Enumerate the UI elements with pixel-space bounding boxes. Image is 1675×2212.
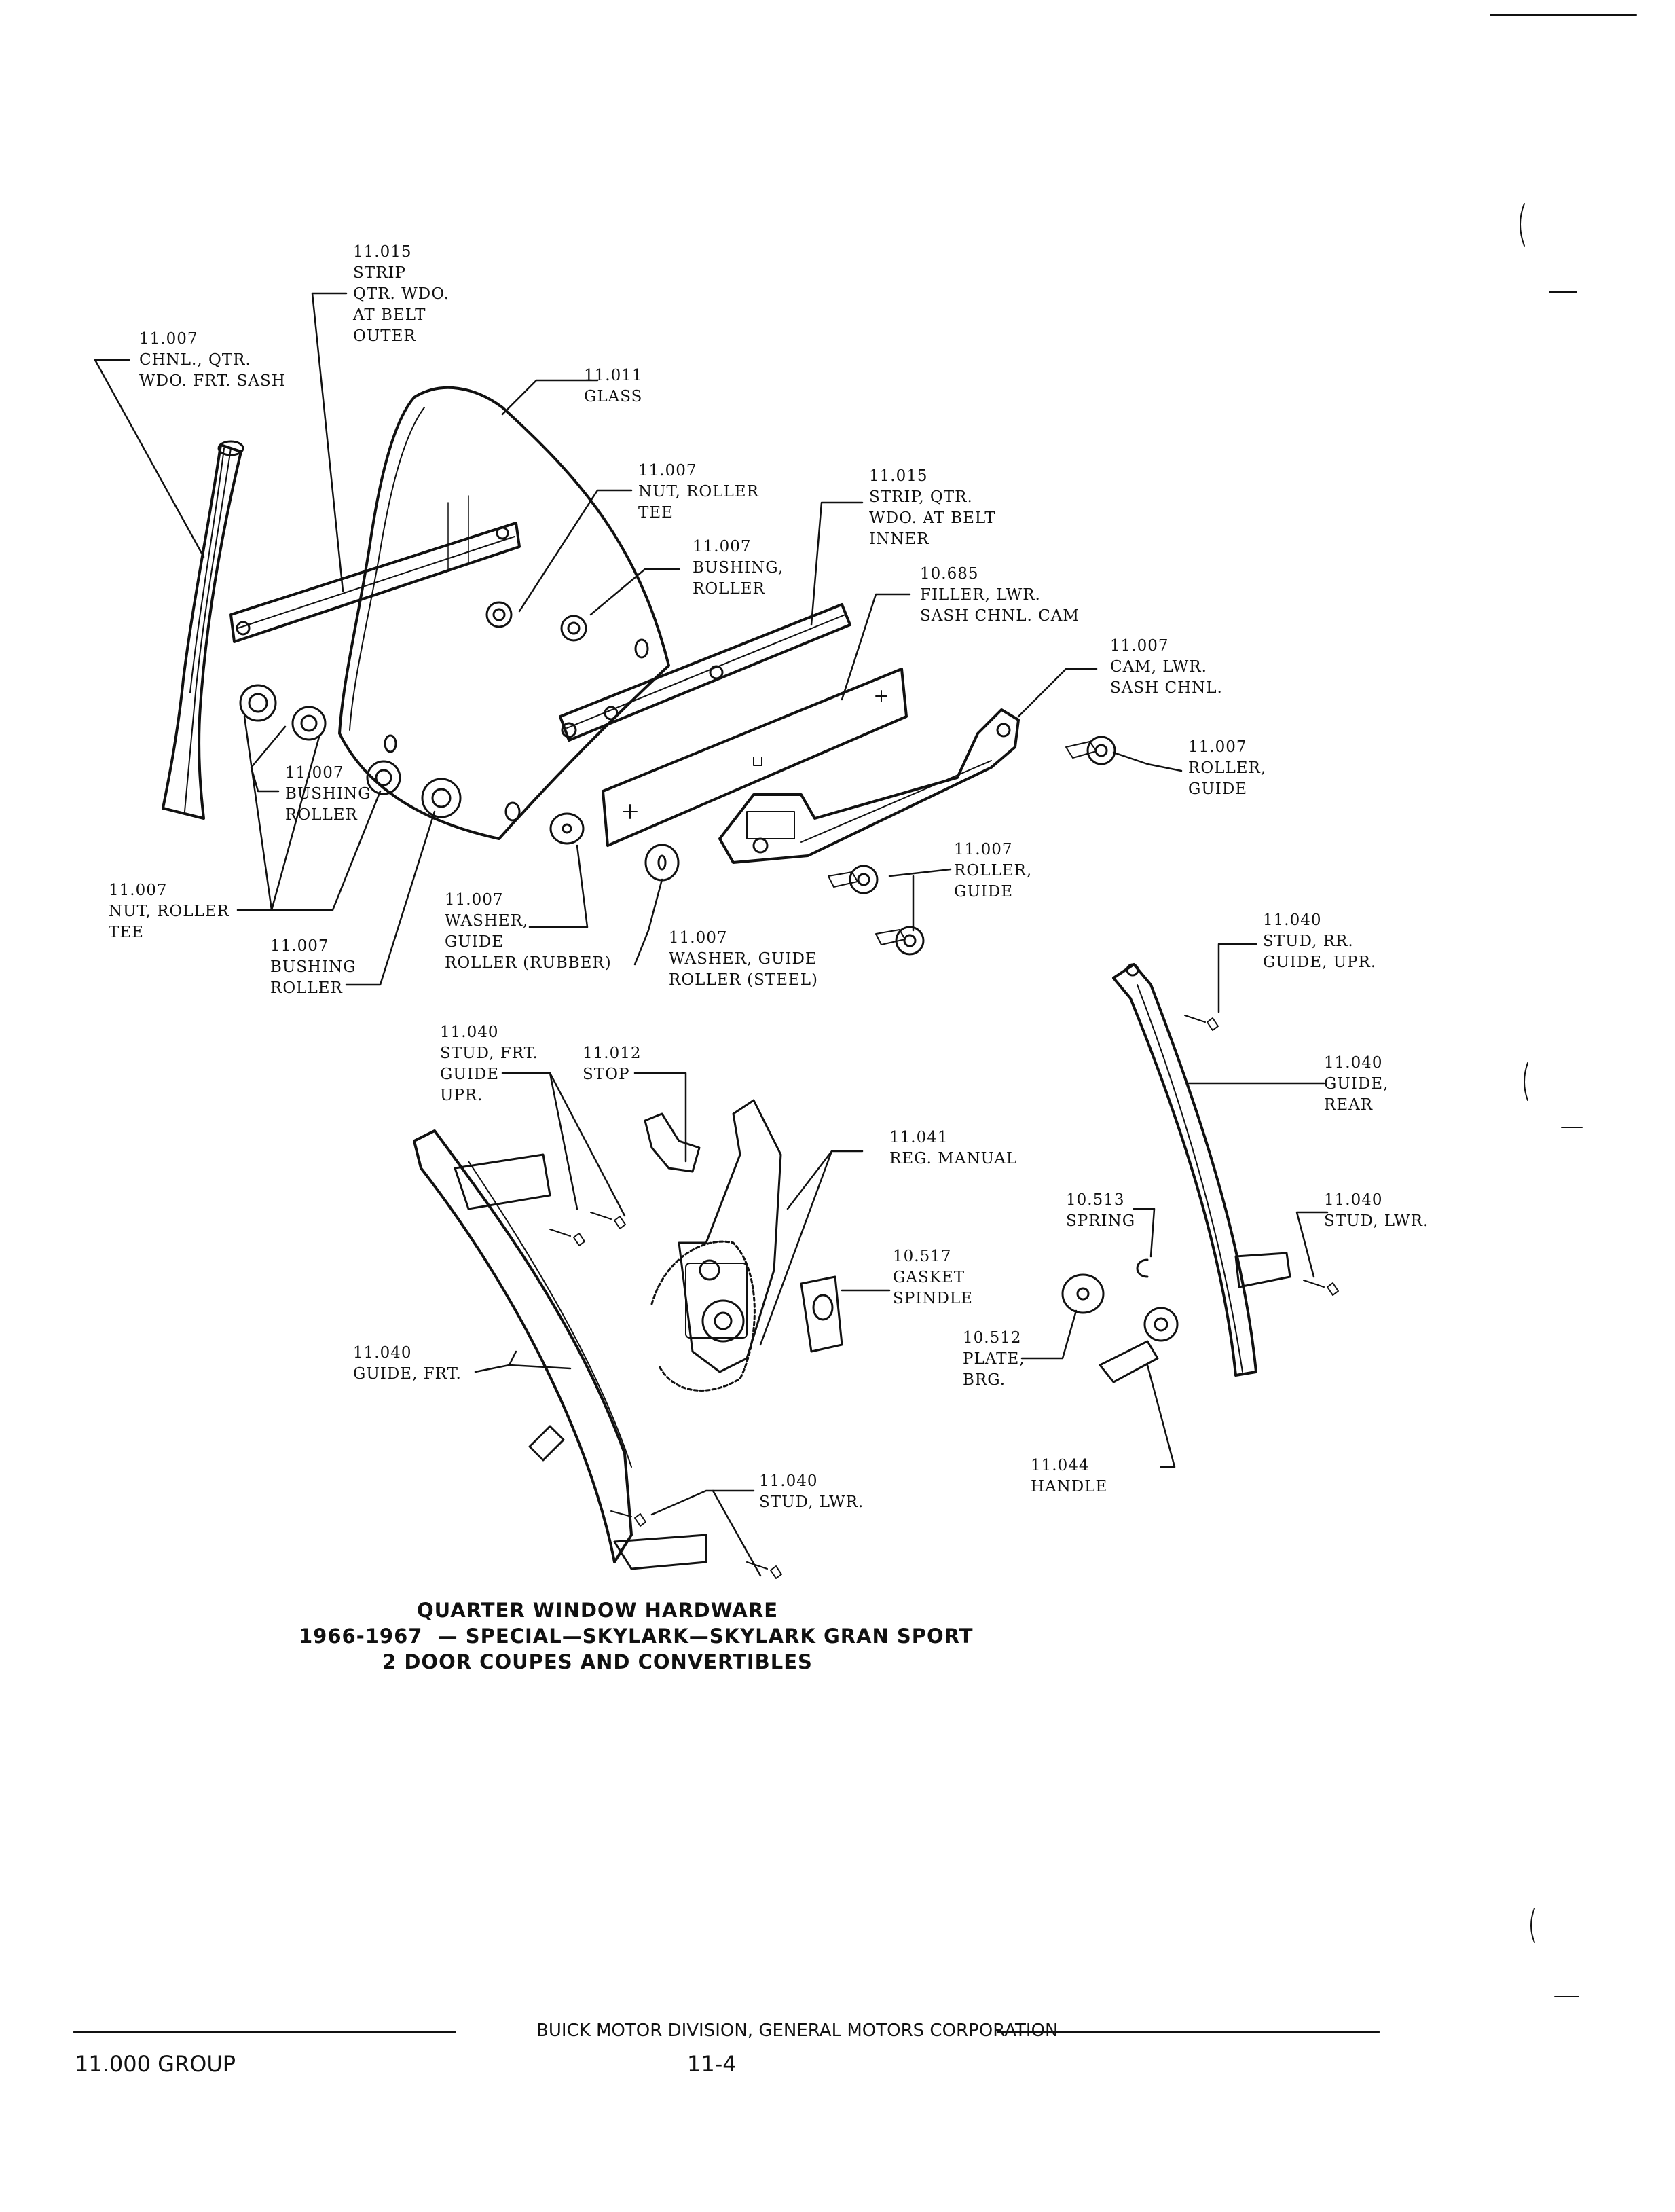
front-guide: [413, 1129, 782, 1579]
label-washer-rubber: 11.007 WASHER, GUIDE ROLLER (RUBBER): [445, 891, 612, 972]
label-bushing-roller-mid: 11.007 BUSHING ROLLER: [285, 764, 371, 824]
label-cam: 11.007 CAM, LWR. SASH CHNL.: [1110, 637, 1223, 697]
label-bushing-roller-top: 11.007 BUSHING, ROLLER: [693, 538, 784, 598]
lower-sash-filler: [602, 668, 908, 847]
label-guide-frt: 11.040 GUIDE, FRT.: [353, 1344, 462, 1383]
label-reg-manual: 11.041 REG. MANUAL: [889, 1129, 1018, 1167]
label-washer-steel: 11.007 WASHER, GUIDE ROLLER (STEEL): [669, 929, 819, 989]
leader-lines: [94, 292, 1329, 1577]
label-glass: 11.011 GLASS: [584, 367, 643, 405]
caption-line-3: 2 DOOR COUPES AND CONVERTIBLES: [382, 1650, 813, 1673]
label-chnl-sash: 11.007 CHNL., QTR. WDO. FRT. SASH: [139, 330, 286, 390]
label-strip-outer: 11.015 STRIP QTR. WDO. AT BELT OUTER: [353, 243, 450, 345]
bushings-left: [239, 684, 462, 818]
label-spring: 10.513 SPRING: [1066, 1191, 1136, 1230]
margin-marks: [1490, 14, 1637, 1997]
footer-group: 11.000 GROUP: [75, 2051, 236, 2077]
label-nut-roller-tee-top: 11.007 NUT, ROLLER TEE: [638, 462, 759, 522]
guide-rollers: [828, 736, 1116, 956]
footer-page-number: 11-4: [687, 2051, 737, 2077]
label-stud-lwr-right: 11.040 STUD, LWR.: [1324, 1191, 1429, 1230]
inner-belt-strip: [559, 603, 851, 742]
guide-washers: [549, 812, 680, 882]
label-roller-guide-right: 11.007 ROLLER, GUIDE: [1188, 738, 1267, 798]
label-bushing-roller-low: 11.007 BUSHING ROLLER: [270, 937, 356, 997]
rear-guide: [1112, 963, 1339, 1377]
handle-parts: [800, 1258, 1179, 1383]
label-plate: 10.512 PLATE, BRG.: [963, 1329, 1025, 1389]
label-filler: 10.685 FILLER, LWR. SASH CHNL. CAM: [920, 565, 1080, 625]
label-stud-lwr-bottom: 11.040 STUD, LWR.: [759, 1472, 864, 1511]
quarter-glass: [338, 386, 670, 840]
label-nut-roller-tee-left: 11.007 NUT, ROLLER TEE: [109, 882, 229, 941]
footer-division: BUICK MOTOR DIVISION, GENERAL MOTORS COR…: [536, 2020, 1059, 2041]
label-guide-rear: 11.040 GUIDE, REAR: [1324, 1054, 1389, 1114]
lower-sash-cam: [718, 708, 1020, 864]
manual-regulator: [650, 1099, 782, 1392]
label-strip-inner: 11.015 STRIP, QTR. WDO. AT BELT INNER: [869, 467, 996, 548]
label-gasket: 10.517 GASKET SPINDLE: [893, 1248, 973, 1307]
label-stud-frt: 11.040 STUD, FRT. GUIDE UPR.: [440, 1023, 538, 1104]
caption-line-1: QUARTER WINDOW HARDWARE: [416, 1599, 779, 1622]
stop-part: [644, 1112, 701, 1173]
outer-belt-strip: [229, 522, 521, 643]
label-roller-guide-mid: 11.007 ROLLER, GUIDE: [954, 841, 1033, 901]
diagram-caption: QUARTER WINDOW HARDWARE 1966-1967 — SPECI…: [299, 1597, 974, 1675]
caption-line-2: 1966-1967 — SPECIAL—SKYLARK—SKYLARK GRAN…: [299, 1625, 974, 1648]
label-stud-rr: 11.040 STUD, RR. GUIDE, UPR.: [1263, 911, 1377, 971]
front-sash-channel: [162, 440, 244, 820]
label-stop: 11.012 STOP: [583, 1045, 642, 1083]
label-handle: 11.044 HANDLE: [1031, 1457, 1108, 1495]
